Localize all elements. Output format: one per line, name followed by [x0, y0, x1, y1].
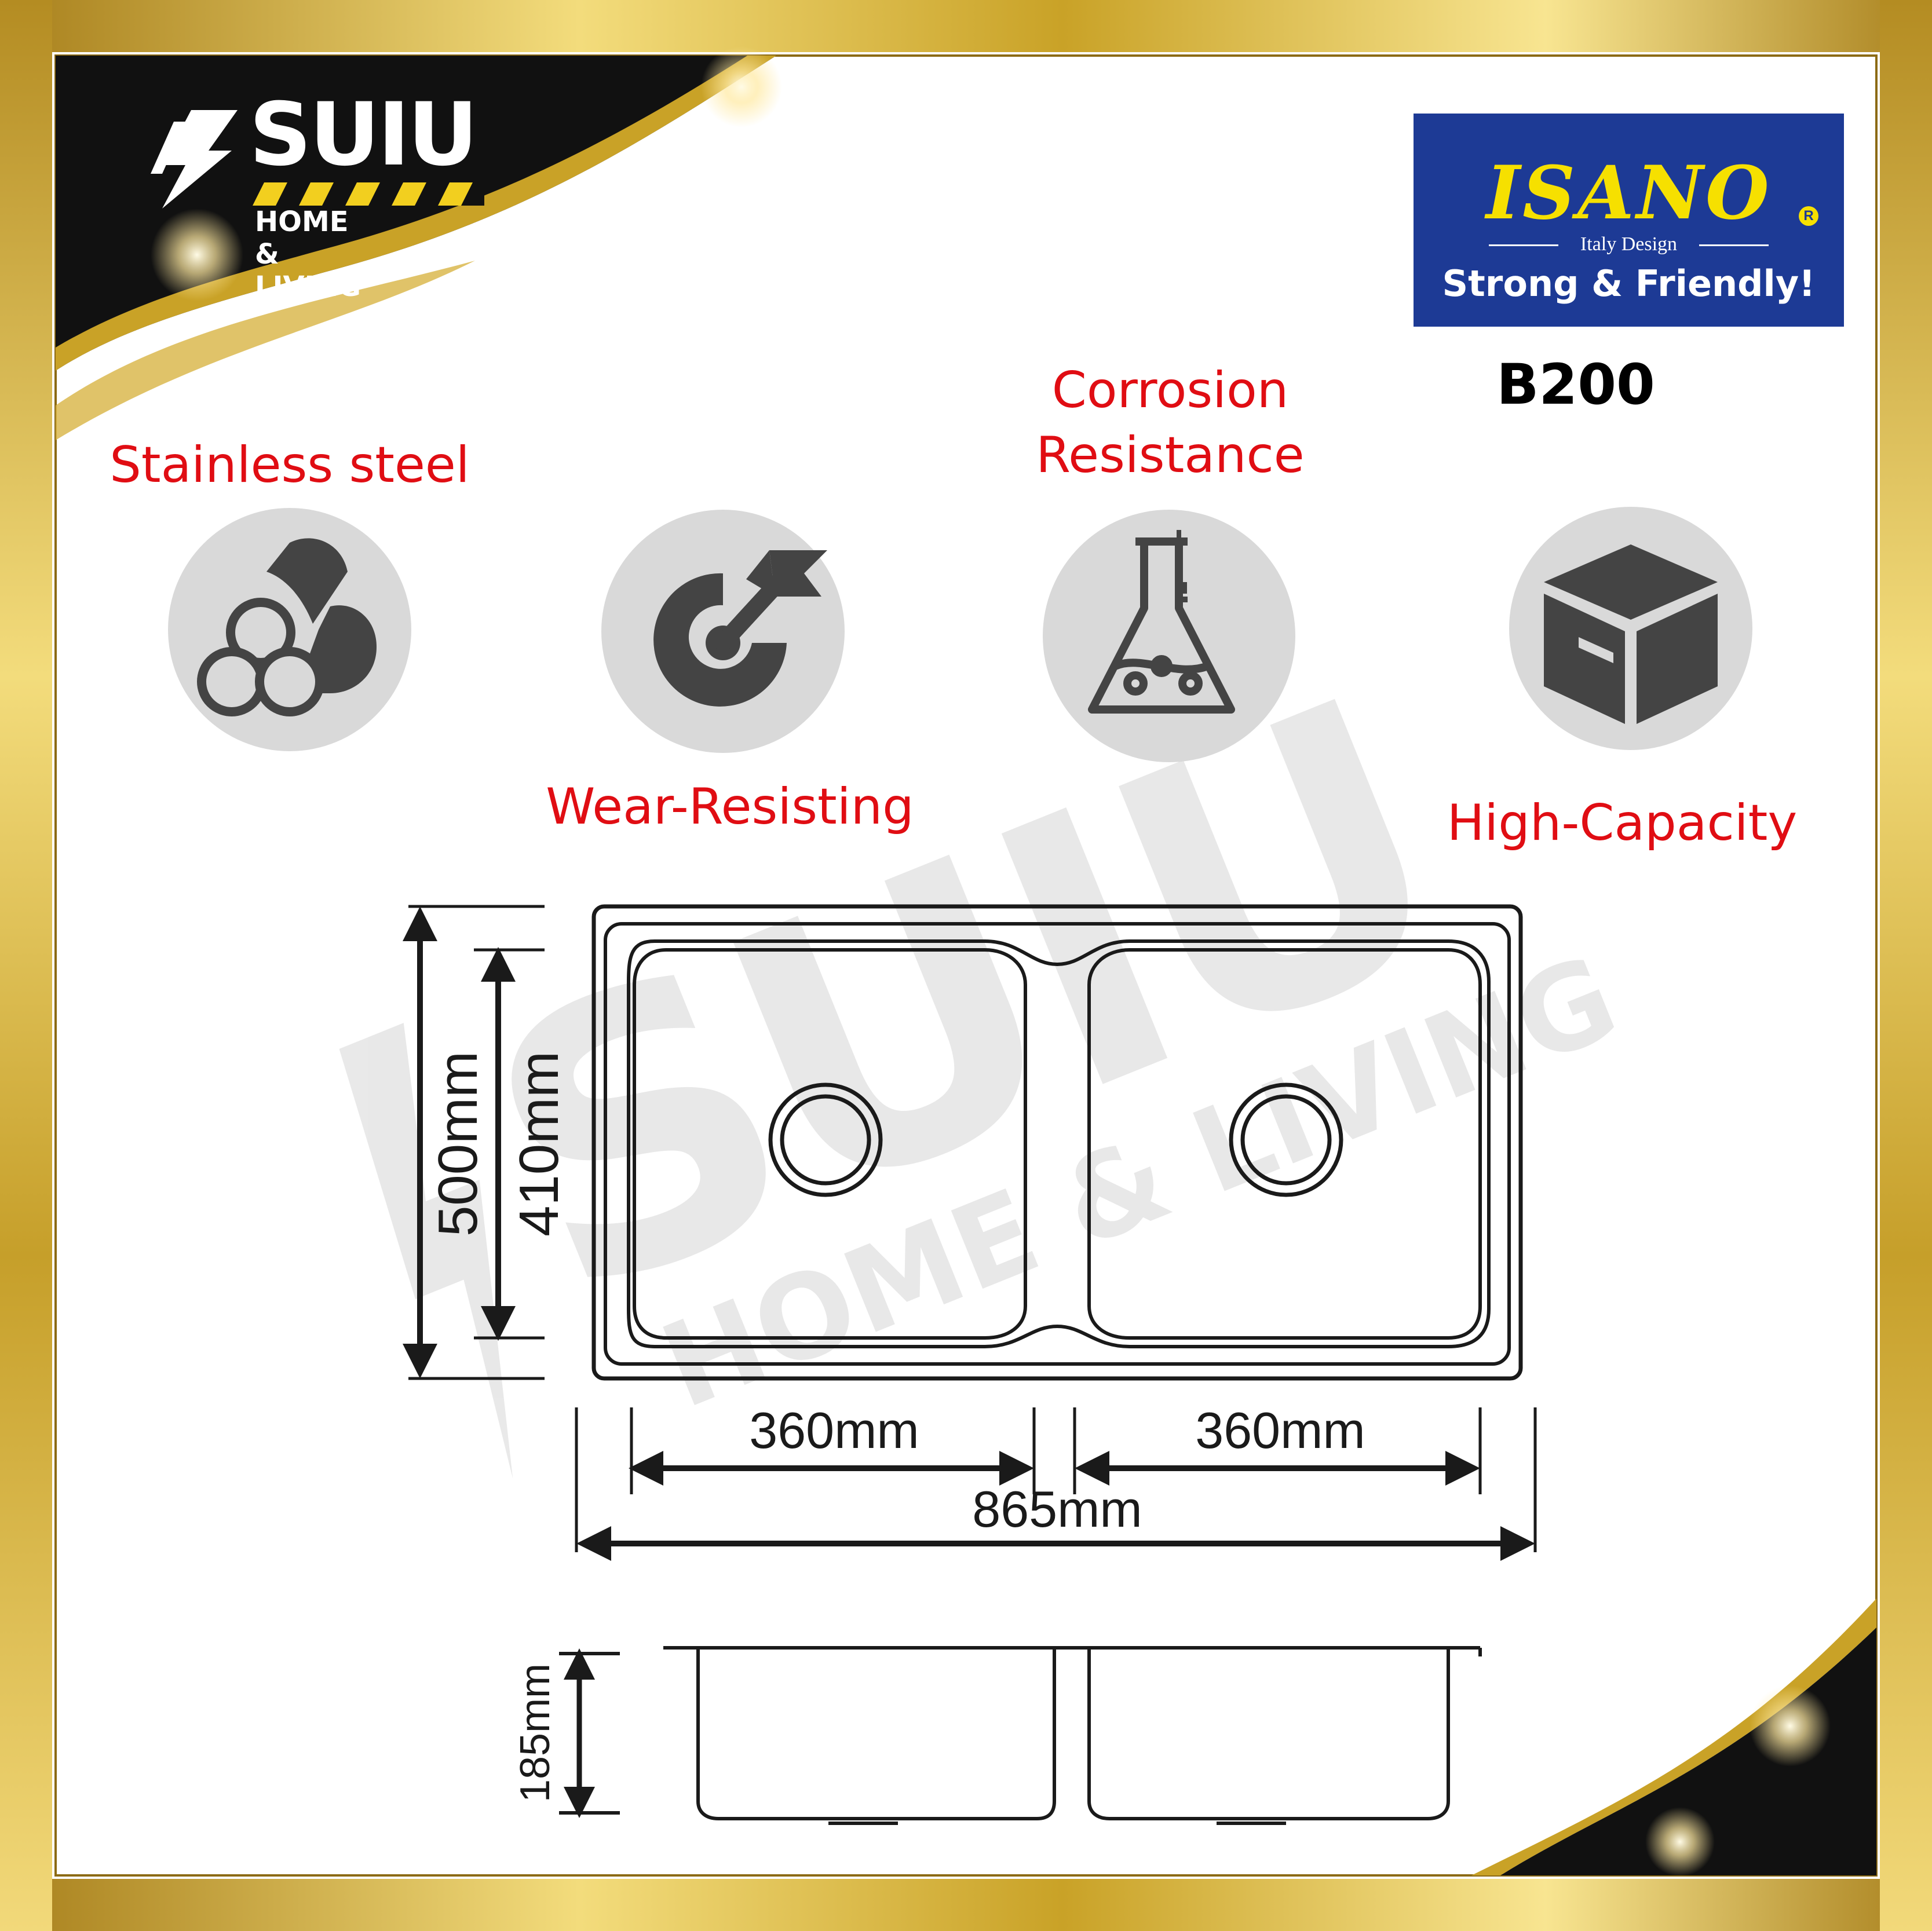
overall-depth-label: 500mm — [427, 1051, 489, 1237]
feature-label-wear-resisting: Wear-Resisting — [546, 778, 914, 836]
bowl-height-label: 185mm — [512, 1663, 558, 1802]
divider-left — [1489, 244, 1558, 246]
feature-label-corrosion-resistance: Corrosion Resistance — [1036, 361, 1305, 484]
lightning-bolt-icon — [151, 110, 238, 209]
feature-label-stainless-steel: Stainless steel — [109, 436, 470, 494]
steel-pipes-icon — [168, 508, 411, 751]
right-bowl-width-label: 360mm — [1195, 1402, 1365, 1459]
retailer-name: SUIU — [249, 85, 478, 185]
manufacturer-name: ISANO — [1486, 150, 1772, 236]
registered-mark: R — [1799, 206, 1818, 226]
feature-label-high-capacity: High-Capacity — [1447, 794, 1798, 852]
flask-icon — [1043, 510, 1295, 762]
box-icon — [1509, 507, 1752, 750]
sink-top-view — [591, 904, 1523, 1381]
manufacturer-slogan: Strong & Friendly! — [1442, 262, 1816, 305]
hazard-stripe — [253, 182, 484, 206]
isano-logo: ISANO R Italy Design Strong & Friendly! — [1414, 114, 1844, 327]
manufacturer-subtitle: Italy Design — [1580, 233, 1678, 255]
sink-side-view — [559, 1646, 1482, 1825]
left-bowl-width-label: 360mm — [749, 1402, 919, 1459]
overall-width-label: 865mm — [972, 1480, 1142, 1538]
bowl-depth-label: 410mm — [508, 1051, 570, 1237]
divider-right — [1699, 244, 1769, 246]
retailer-tagline: HOME & LIVING — [255, 206, 361, 303]
model-code: B200 — [1496, 352, 1655, 417]
wear-resisting-icon — [601, 510, 845, 753]
